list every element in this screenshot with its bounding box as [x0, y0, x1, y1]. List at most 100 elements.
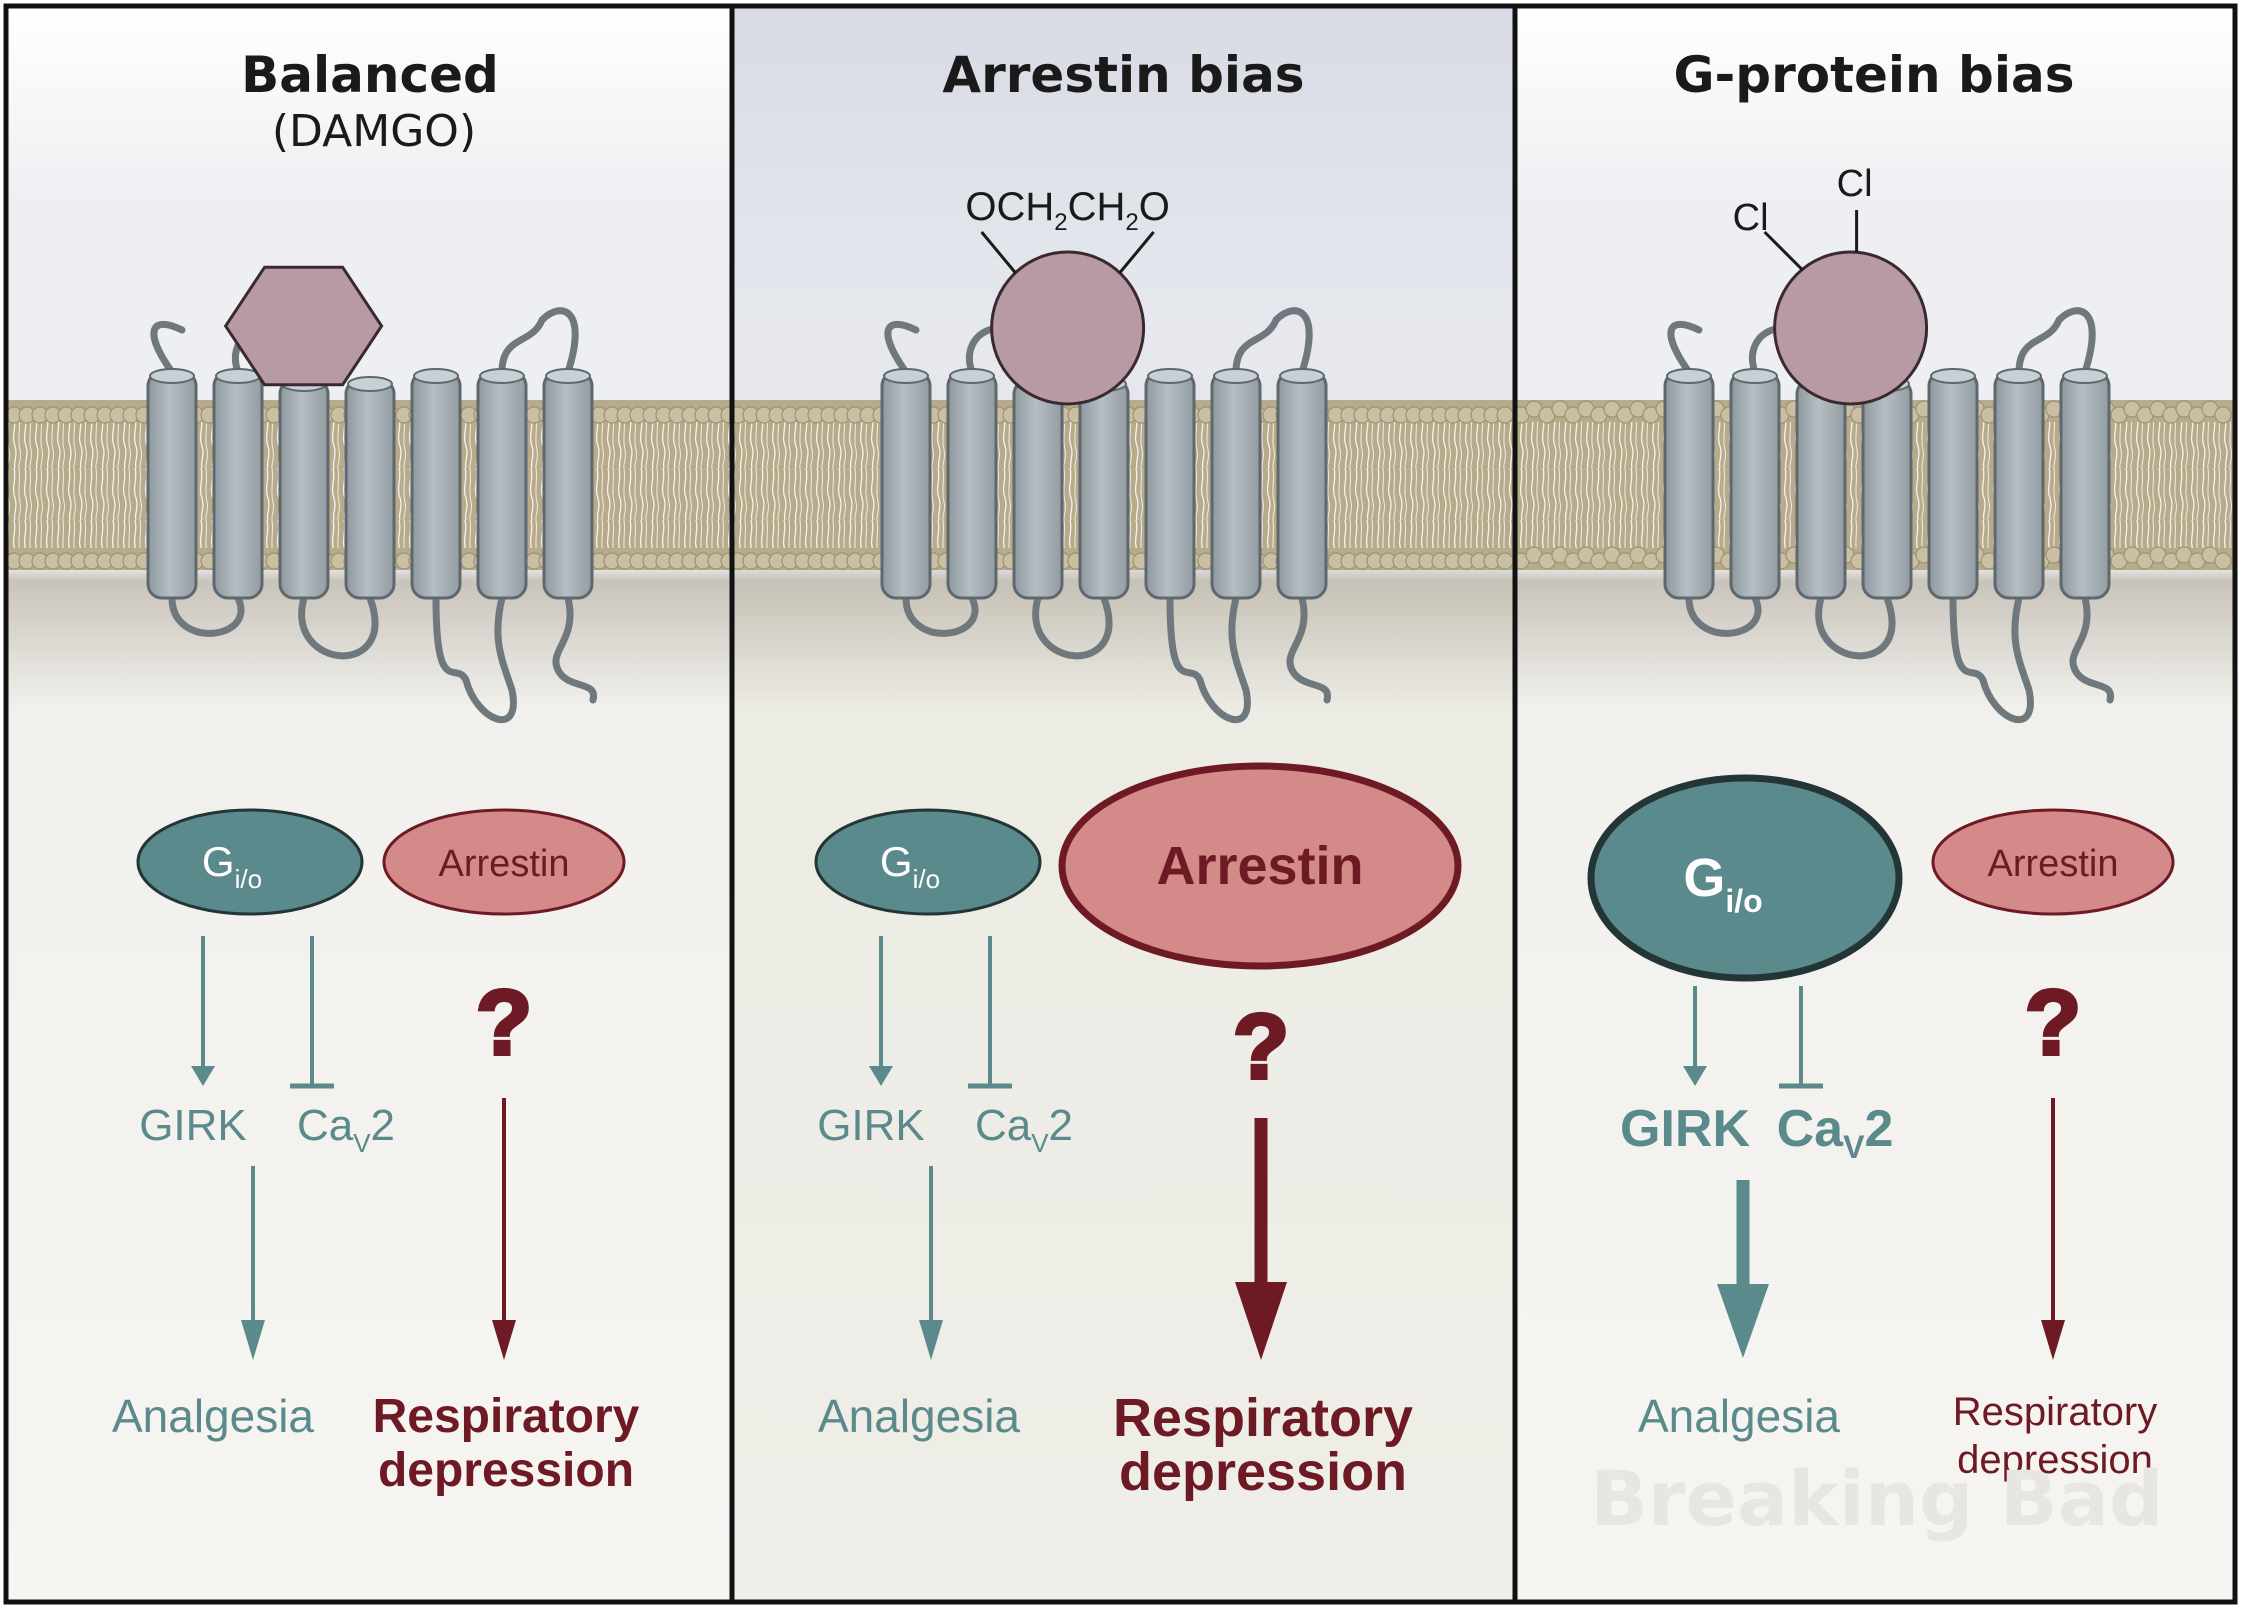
cav-base: Ca: [1777, 1100, 1845, 1158]
cav-subscript: V: [1843, 1129, 1865, 1165]
girk-label: GIRK: [1620, 1100, 1750, 1158]
transmembrane-helix: [212, 370, 264, 600]
respiratory-label-line2: depression: [1119, 1442, 1407, 1502]
chlorine-label: Cl: [1837, 163, 1873, 205]
n-terminus: [150, 320, 186, 376]
g-protein-label: Gi/o: [202, 838, 262, 894]
transmembrane-helix: [1861, 378, 1913, 600]
g-protein: Gi/o: [814, 808, 1042, 916]
arrestin-label: Arrestin: [439, 843, 570, 885]
cav-subscript: V: [353, 1128, 371, 1158]
helix-cap: [149, 368, 195, 384]
helix-cap: [545, 368, 591, 384]
helix-cap: [1666, 368, 1712, 384]
panel-subtitle: (DAMGO): [272, 106, 476, 157]
intracellular-loop-2: [1815, 594, 1896, 660]
analgesia-label: Analgesia: [112, 1390, 314, 1442]
respiratory-arrowhead: [492, 1320, 516, 1360]
transmembrane-helix: [146, 370, 198, 600]
transmembrane-helix: [1993, 370, 2045, 600]
transmembrane-helix: [1927, 370, 1979, 600]
arrestin: Arrestin: [382, 808, 626, 916]
receptor-7tm: [1663, 307, 2114, 724]
extracellular-loop-3: [2015, 307, 2096, 376]
lipid-head: [1496, 406, 1514, 424]
girk-arrowhead: [1683, 1066, 1707, 1086]
transmembrane-helix: [1078, 378, 1130, 600]
girk-arrowhead: [191, 1066, 215, 1086]
g-protein-ellipse: [814, 808, 1042, 916]
analgesia-arrowhead: [241, 1320, 265, 1360]
helix-cap: [1930, 368, 1976, 384]
girk-arrowhead: [869, 1066, 893, 1086]
g-protein: Gi/o: [1587, 774, 1903, 982]
g-protein: Gi/o: [136, 808, 364, 916]
helix-cap: [215, 368, 261, 384]
ligand-circle: [1773, 250, 1929, 406]
arrestin-label: Arrestin: [1156, 836, 1363, 896]
n-terminus: [884, 320, 920, 376]
cav2-label: CaV2: [975, 1101, 1073, 1158]
arrestin-ellipse: [382, 808, 626, 916]
arrestin: Arrestin: [1931, 808, 2175, 916]
intracellular-loop-2: [298, 594, 379, 660]
c-terminus: [2069, 594, 2114, 704]
unknown-mechanism-question: ?: [2025, 972, 2081, 1074]
transmembrane-helix: [880, 370, 932, 600]
receptor-7tm: [146, 307, 597, 724]
helix-cap: [413, 368, 459, 384]
helix-cap: [1279, 368, 1325, 384]
intracellular-loop-3: [1166, 594, 1251, 724]
ligand-bond: [1763, 230, 1804, 272]
receptor-7tm: [880, 307, 1331, 724]
respiratory-label-line2: depression: [1957, 1438, 2153, 1482]
cav-suffix: 2: [1049, 1101, 1073, 1150]
transmembrane-helix: [1663, 370, 1715, 600]
intracellular-loop-1: [1685, 594, 1762, 637]
extracellular-loop-3: [498, 307, 579, 376]
ligand-bond: [1118, 231, 1155, 274]
transmembrane-helix: [1210, 370, 1262, 600]
girk-label: GIRK: [139, 1101, 247, 1150]
g-label: G: [880, 838, 913, 885]
girk-label: GIRK: [817, 1101, 925, 1150]
helix-cap: [1732, 368, 1778, 384]
transmembrane-helix: [476, 370, 528, 600]
unknown-mechanism-question: ?: [476, 972, 532, 1074]
ligand-bond: [980, 231, 1017, 274]
formula-ch: CH: [1068, 185, 1126, 229]
lipid-head: [2214, 406, 2232, 424]
cav-base: Ca: [297, 1101, 354, 1150]
g-protein-ellipse: [1587, 774, 1903, 982]
n-terminus: [1667, 320, 1703, 376]
transmembrane-helix: [410, 370, 462, 600]
arrestin-ellipse: [1931, 808, 2175, 916]
transmembrane-helix: [1012, 378, 1064, 600]
transmembrane-helix: [1144, 370, 1196, 600]
g-label: G: [1683, 848, 1725, 908]
cav-suffix: 2: [371, 1101, 395, 1150]
arrestin-label: Arrestin: [1988, 843, 2119, 885]
respiratory-label-line1: Respiratory: [1953, 1390, 2158, 1434]
respiratory-label-line1: Respiratory: [373, 1390, 640, 1443]
helix-cap: [949, 368, 995, 384]
panel-borders: [3, 3, 2238, 1605]
respiratory-label-line2: depression: [378, 1444, 634, 1497]
helix-cap: [883, 368, 929, 384]
helix-cap: [2062, 368, 2108, 384]
formula-och: OCH: [965, 185, 1054, 229]
helix-cap: [1213, 368, 1259, 384]
arrestin-ellipse: [1058, 762, 1462, 970]
panel-background: [8, 8, 732, 1600]
transmembrane-helix: [1729, 370, 1781, 600]
panel-title: Arrestin bias: [942, 46, 1304, 104]
chlorine-label: Cl: [1733, 197, 1769, 239]
ligand: OCH2CH2O: [965, 185, 1170, 406]
